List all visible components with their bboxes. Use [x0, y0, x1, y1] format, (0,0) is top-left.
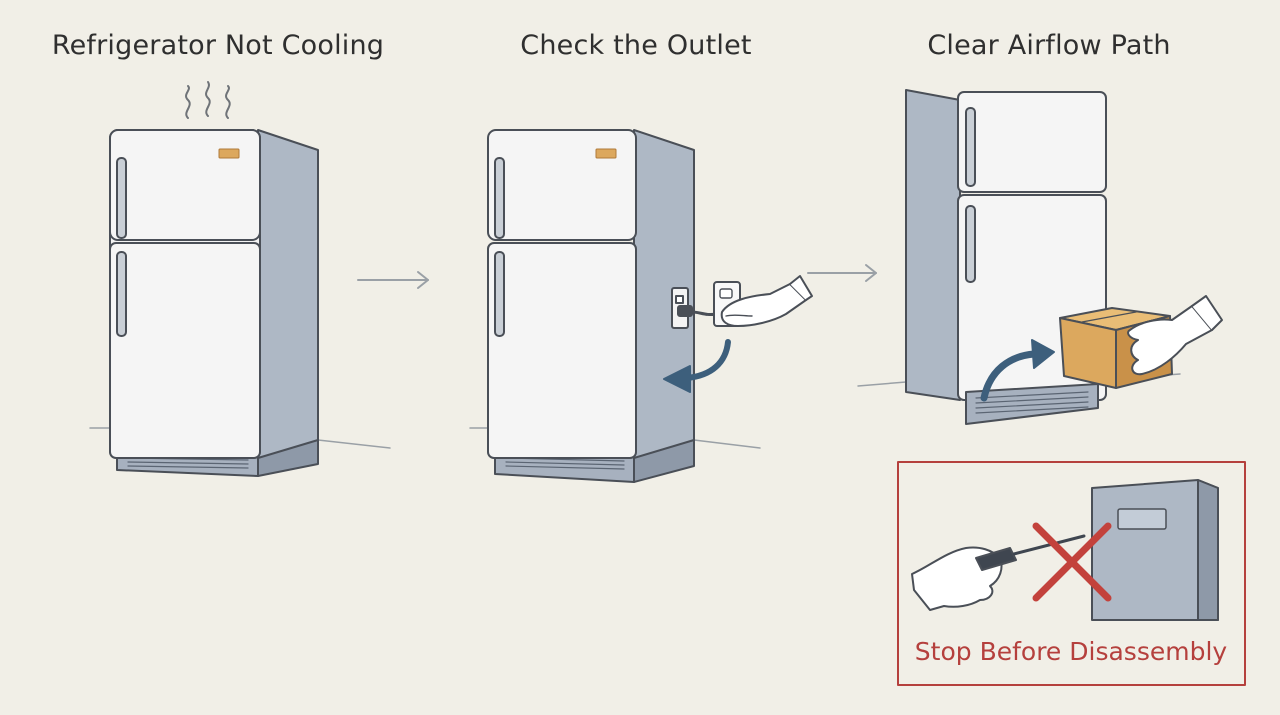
curved-arrow-icon	[980, 339, 1055, 402]
arrow-right-icon	[357, 271, 429, 289]
screwdriver-icon	[975, 534, 1086, 571]
hand-icon	[1127, 295, 1223, 376]
hand-icon	[720, 275, 813, 327]
warning-box	[897, 461, 1246, 686]
red-x-icon	[1032, 522, 1112, 602]
step-1-title: Refrigerator Not Cooling	[51, 30, 385, 61]
step-2-title: Check the Outlet	[520, 30, 752, 61]
panel-1-fridge	[89, 81, 391, 477]
power-plug-icon	[671, 287, 718, 329]
heat-waves-icon	[185, 81, 231, 119]
step-3-title: Clear Airflow Path	[927, 30, 1171, 61]
curved-arrow-icon	[663, 339, 731, 393]
arrow-right-icon	[807, 264, 877, 282]
warning-label: Stop Before Disassembly	[914, 637, 1228, 666]
panel-3-fridge	[857, 89, 1223, 425]
panel-2-fridge	[469, 129, 813, 483]
